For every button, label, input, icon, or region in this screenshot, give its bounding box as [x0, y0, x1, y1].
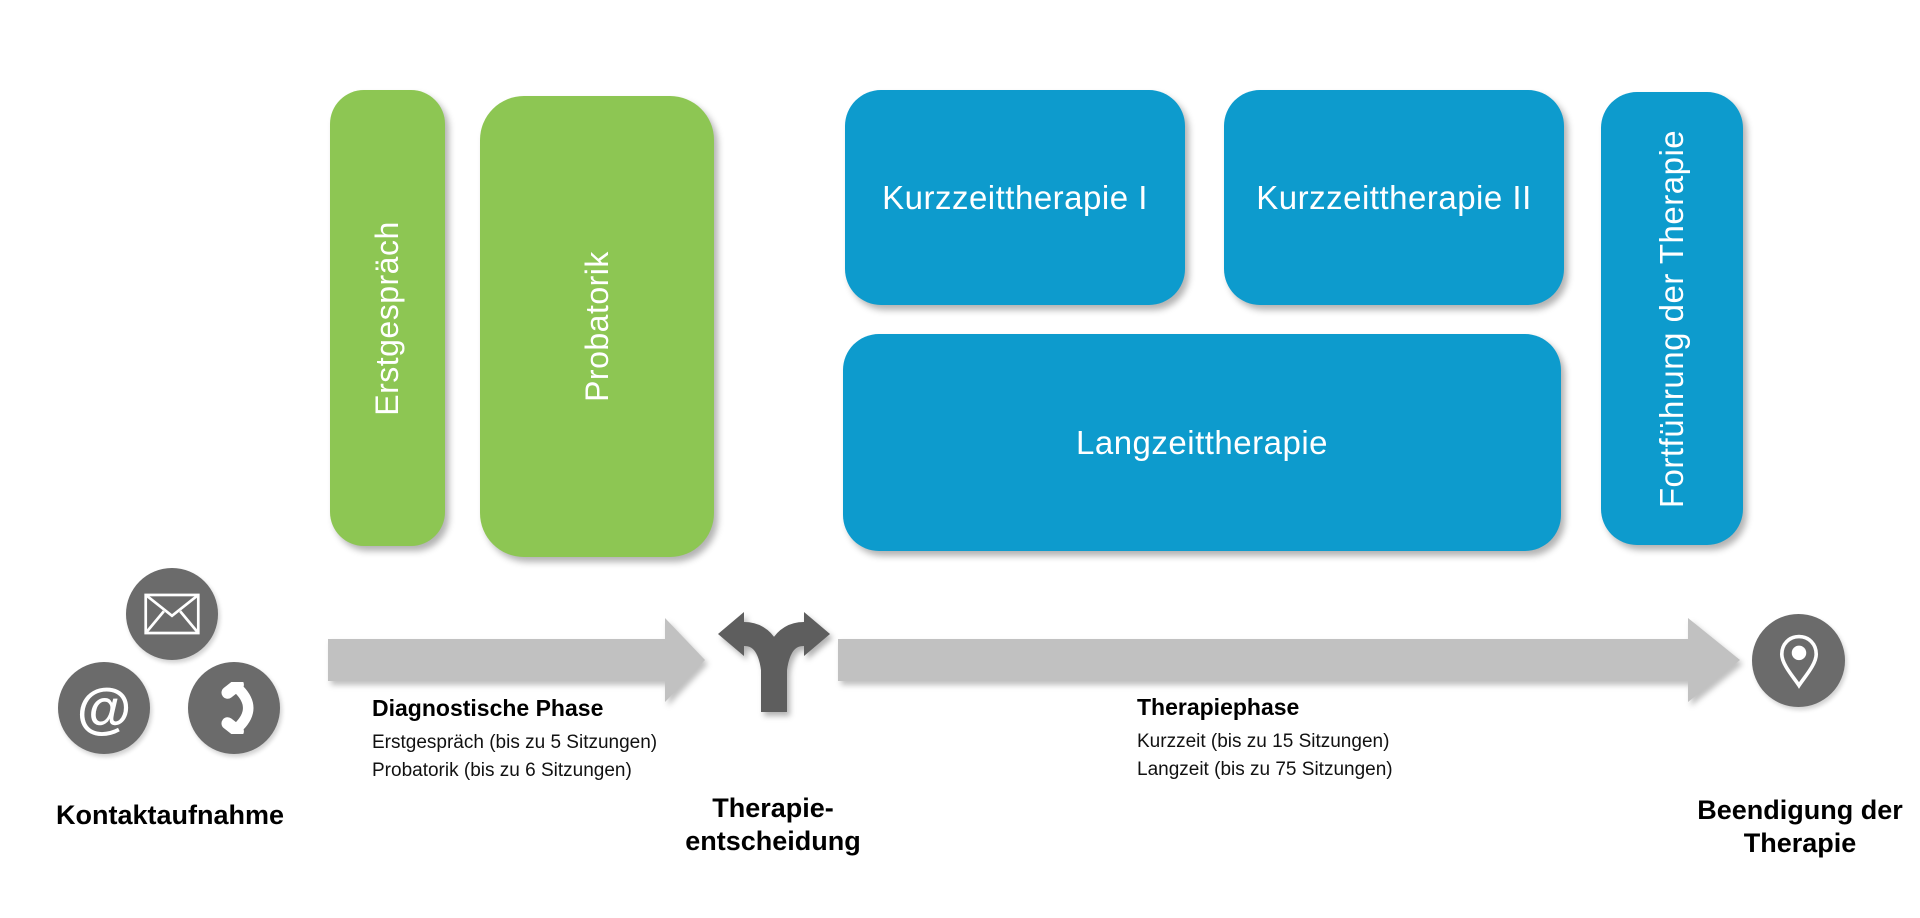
arrow-head — [1688, 618, 1740, 702]
fork-arrows-glyph — [718, 612, 830, 712]
therapy-phase-title: Therapiephase — [1137, 694, 1300, 720]
therapy-phase-detail-2: Langzeit (bis zu 75 Sitzungen) — [1137, 759, 1393, 780]
box-fortfuehrung-label: Fortführung der Therapie — [1653, 129, 1690, 508]
diagnostic-phase-detail-1: Erstgespräch (bis zu 5 Sitzungen) — [372, 732, 658, 753]
box-erstgespraech-label: Erstgespräch — [369, 220, 405, 416]
box-kurzzeittherapie-1-label: Kurzzeittherapie I — [882, 178, 1148, 216]
label-therapieentscheidung: Therapie- entscheidung — [633, 792, 913, 858]
label-beendigung-der-therapie: Beendigung der Therapie — [1660, 794, 1920, 860]
envelope-icon — [126, 568, 218, 660]
box-probatorik-label: Probatorik — [578, 251, 615, 402]
arrow-body — [838, 639, 1690, 681]
box-fortfuehrung-der-therapie: Fortführung der Therapie — [1601, 92, 1743, 545]
beendigung-line-2: Therapie — [1743, 828, 1857, 858]
diagnostic-phase-arrow — [328, 618, 705, 702]
box-kurzzeittherapie-2-label: Kurzzeittherapie II — [1256, 178, 1532, 216]
box-langzeittherapie-label: Langzeittherapie — [1075, 423, 1329, 461]
arrow-head — [665, 618, 705, 702]
box-kurzzeittherapie-2: Kurzzeittherapie II — [1224, 90, 1564, 305]
arrow-body — [328, 639, 667, 681]
box-langzeittherapie: Langzeittherapie — [843, 334, 1561, 551]
therapieentscheidung-line-1: Therapie- — [712, 793, 834, 823]
therapy-phase-detail-1: Kurzzeit (bis zu 15 Sitzungen) — [1137, 731, 1390, 752]
diagnostic-phase-block: Diagnostische Phase Erstgespräch (bis zu… — [372, 695, 657, 785]
box-kurzzeittherapie-1: Kurzzeittherapie I — [845, 90, 1185, 305]
phone-glyph — [221, 682, 254, 734]
box-erstgespraech: Erstgespräch — [330, 90, 445, 546]
therapy-phase-arrow — [838, 618, 1740, 702]
diagnostic-phase-title: Diagnostische Phase — [372, 695, 604, 721]
therapy-phase-block: Therapiephase Kurzzeit (bis zu 15 Sitzun… — [1137, 694, 1393, 784]
envelope-glyph — [144, 593, 200, 635]
kontaktaufnahme-text: Kontaktaufnahme — [55, 800, 285, 830]
diagnostic-phase-detail-2: Probatorik (bis zu 6 Sitzungen) — [372, 760, 632, 781]
at-icon: @ — [58, 662, 150, 754]
box-probatorik: Probatorik — [480, 96, 714, 557]
at-glyph: @ — [76, 676, 132, 739]
fork-arrows-icon — [716, 609, 832, 713]
beendigung-line-1: Beendigung der — [1697, 795, 1903, 825]
label-kontaktaufnahme: Kontaktaufnahme — [30, 799, 310, 832]
phone-icon — [188, 662, 280, 754]
therapieentscheidung-line-2: entscheidung — [685, 826, 861, 856]
map-pin-glyph — [1779, 634, 1818, 689]
map-pin-icon — [1752, 614, 1845, 707]
